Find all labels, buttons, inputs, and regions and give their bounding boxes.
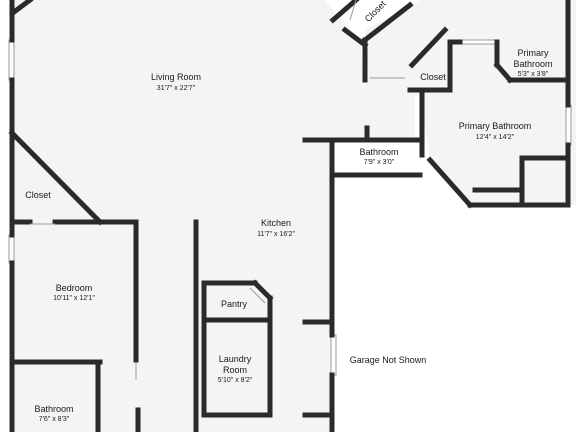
wall-closet-top-diag-2 <box>341 26 369 49</box>
window-right-bath <box>565 104 572 146</box>
bedroom-dims: 10'11" x 12'1" <box>53 295 95 302</box>
primary-bath-small-label: Primary <box>518 48 549 58</box>
wall-closet-mid-left <box>408 26 449 69</box>
closet-mid-label: Closet <box>420 72 446 82</box>
primary-bath-small-label2: Bathroom <box>513 59 552 69</box>
wall-suite-diag <box>426 156 474 209</box>
door-pantry <box>249 287 266 304</box>
primary-suite-floor <box>365 0 576 205</box>
bathroom-bottom-label: Bathroom <box>34 404 73 414</box>
pantry-label: Pantry <box>221 299 248 309</box>
door-closet-top <box>349 0 357 21</box>
window-left-bedroom <box>8 234 15 264</box>
garage-label: Garage Not Shown <box>350 355 427 365</box>
window-right-garage <box>330 334 337 376</box>
primary-bath-large-dims: 12'4" x 14'2" <box>476 134 515 141</box>
room-labels: Living Room 31'7" x 22'7" Closet Closet … <box>25 0 552 423</box>
bathroom-mid-dims: 7'9" x 3'0" <box>364 159 395 166</box>
main-floor <box>12 0 415 432</box>
living-room-dims: 31'7" x 22'7" <box>157 85 196 92</box>
wall-closet-top-diag-1 <box>329 0 360 24</box>
kitchen-label: Kitchen <box>261 218 291 228</box>
window-top-suite <box>459 39 496 45</box>
laundry-dims: 5'10" x 8'2" <box>218 377 253 384</box>
doors <box>30 0 405 380</box>
bathroom-bottom-dims: 7'6" x 8'3" <box>39 416 70 423</box>
primary-bath-small-dims: 5'3" x 3'8" <box>518 71 549 78</box>
laundry-label2: Room <box>223 365 247 375</box>
bedroom-label: Bedroom <box>56 283 93 293</box>
wall-closet-top-right <box>361 1 414 44</box>
window-left-top <box>8 39 15 81</box>
living-room-label: Living Room <box>151 72 201 82</box>
kitchen-dims: 11'7" x 16'2" <box>257 231 295 238</box>
primary-bath-large-label: Primary Bathroom <box>459 121 532 131</box>
wall-top-left-corner <box>10 0 34 16</box>
laundry-label: Laundry <box>219 354 252 364</box>
wall-closet-diagonal <box>8 129 104 226</box>
closet-left-label: Closet <box>25 190 51 200</box>
walls <box>8 0 571 432</box>
bathroom-mid-label: Bathroom <box>359 147 398 157</box>
